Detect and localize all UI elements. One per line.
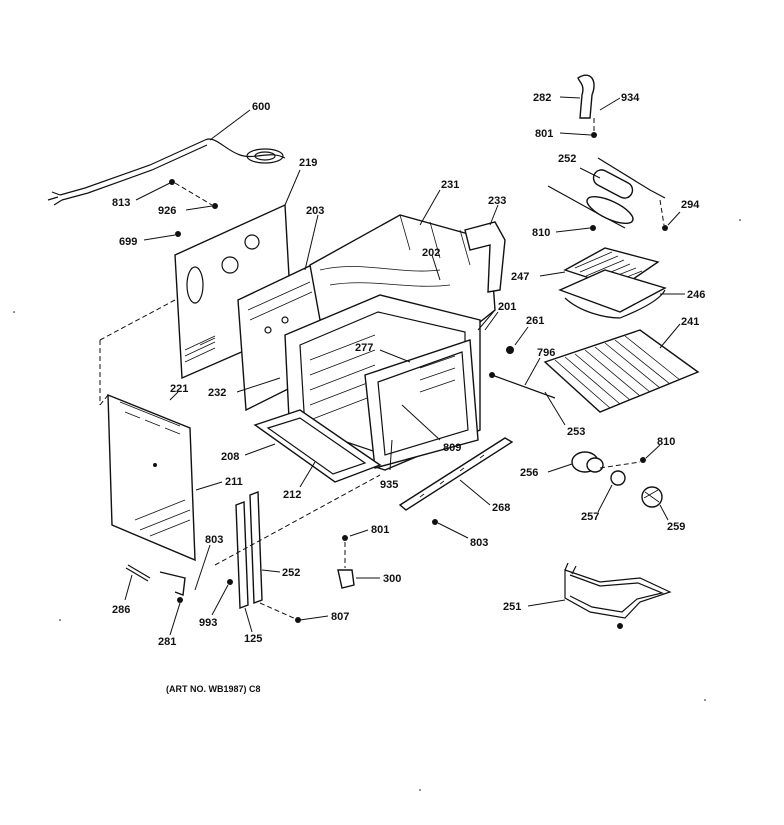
trim-strips-part xyxy=(235,491,263,609)
label-241: 241 xyxy=(681,316,699,328)
label-277: 277 xyxy=(355,342,373,354)
art-number-caption: (ART NO. WB1987) C8 xyxy=(166,684,261,694)
label-201: 201 xyxy=(498,301,516,313)
label-803-left: 803 xyxy=(205,534,223,546)
oven-rack-part xyxy=(543,329,700,413)
label-208: 208 xyxy=(221,451,239,463)
tube-282-part xyxy=(577,74,595,119)
label-796: 796 xyxy=(537,347,555,359)
label-801-mid: 801 xyxy=(371,524,389,536)
bake-element-part xyxy=(564,562,672,629)
small-parts-left xyxy=(125,564,233,603)
label-809: 809 xyxy=(443,442,461,454)
label-281: 281 xyxy=(158,636,176,648)
label-256: 256 xyxy=(520,467,538,479)
screw-807 xyxy=(295,617,301,623)
label-125: 125 xyxy=(244,633,262,645)
label-203: 203 xyxy=(306,205,324,217)
light-assembly-part xyxy=(571,451,663,508)
label-801-top: 801 xyxy=(535,128,553,140)
oven-body-part xyxy=(309,214,496,331)
label-252-mid: 252 xyxy=(282,567,300,579)
label-810-top: 810 xyxy=(532,227,550,239)
oven-cavity-part xyxy=(284,294,481,471)
rod-796-part xyxy=(489,372,556,399)
label-246: 246 xyxy=(687,289,705,301)
screw-926 xyxy=(212,203,218,209)
side-duct-part xyxy=(464,221,506,293)
label-807: 807 xyxy=(331,611,349,623)
label-202: 202 xyxy=(422,247,440,259)
screw-261 xyxy=(506,346,514,354)
label-600: 600 xyxy=(252,101,270,113)
label-253: 253 xyxy=(567,426,585,438)
power-cord-part xyxy=(47,138,286,206)
label-259: 259 xyxy=(667,521,685,533)
label-261: 261 xyxy=(526,315,544,327)
screw-699 xyxy=(175,231,181,237)
screw-813 xyxy=(169,179,175,185)
label-211: 211 xyxy=(225,476,243,488)
label-926: 926 xyxy=(158,205,176,217)
label-247: 247 xyxy=(511,271,529,283)
screw-803 xyxy=(432,519,438,525)
trim-268-part xyxy=(398,437,514,511)
side-panel-part xyxy=(107,393,196,562)
base-pan-part xyxy=(253,409,382,483)
label-282: 282 xyxy=(533,92,551,104)
label-813: 813 xyxy=(112,197,130,209)
label-251: 251 xyxy=(503,601,521,613)
label-252-top: 252 xyxy=(558,153,576,165)
label-232: 232 xyxy=(208,387,226,399)
bracket-300-part xyxy=(337,535,355,589)
label-219: 219 xyxy=(299,157,317,169)
label-294: 294 xyxy=(681,199,700,211)
label-300: 300 xyxy=(383,573,401,585)
label-810-right: 810 xyxy=(657,436,675,448)
label-699: 699 xyxy=(119,236,137,248)
label-231: 231 xyxy=(441,179,459,191)
label-268: 268 xyxy=(492,502,510,514)
label-221: 221 xyxy=(170,383,188,395)
label-286: 286 xyxy=(112,604,130,616)
label-935: 935 xyxy=(380,479,398,491)
broil-element-part xyxy=(547,157,666,229)
label-934: 934 xyxy=(621,92,640,104)
label-233: 233 xyxy=(488,195,506,207)
label-803-mid: 803 xyxy=(470,537,488,549)
label-993: 993 xyxy=(199,617,217,629)
label-257: 257 xyxy=(581,511,599,523)
broiler-pan-part xyxy=(558,247,667,319)
scan-specks xyxy=(13,219,741,791)
label-212: 212 xyxy=(283,489,301,501)
